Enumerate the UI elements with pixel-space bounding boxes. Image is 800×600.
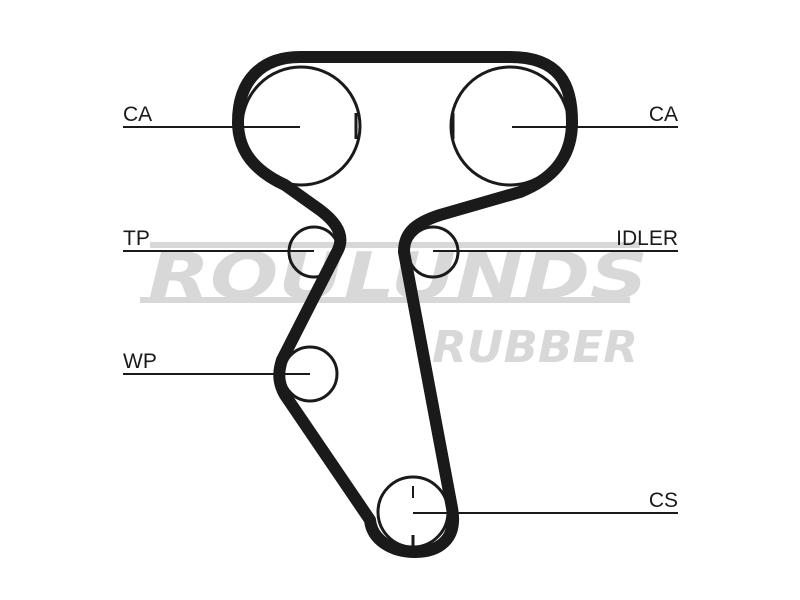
label-wp: WP bbox=[123, 350, 157, 373]
label-ca-left: CA bbox=[123, 103, 152, 126]
label-tp: TP bbox=[123, 227, 150, 250]
label-cs: CS bbox=[649, 489, 678, 512]
label-ca-right: CA bbox=[649, 103, 678, 126]
label-idler: IDLER bbox=[616, 227, 678, 250]
watermark-brand: ROULUNDS bbox=[148, 240, 648, 314]
timing-belt bbox=[232, 51, 578, 558]
watermark-logo: ROULUNDS RUBBER bbox=[140, 240, 648, 373]
watermark-brand-outline bbox=[140, 242, 640, 303]
watermark-sub: RUBBER bbox=[432, 322, 638, 373]
leader-lines bbox=[123, 126, 678, 514]
